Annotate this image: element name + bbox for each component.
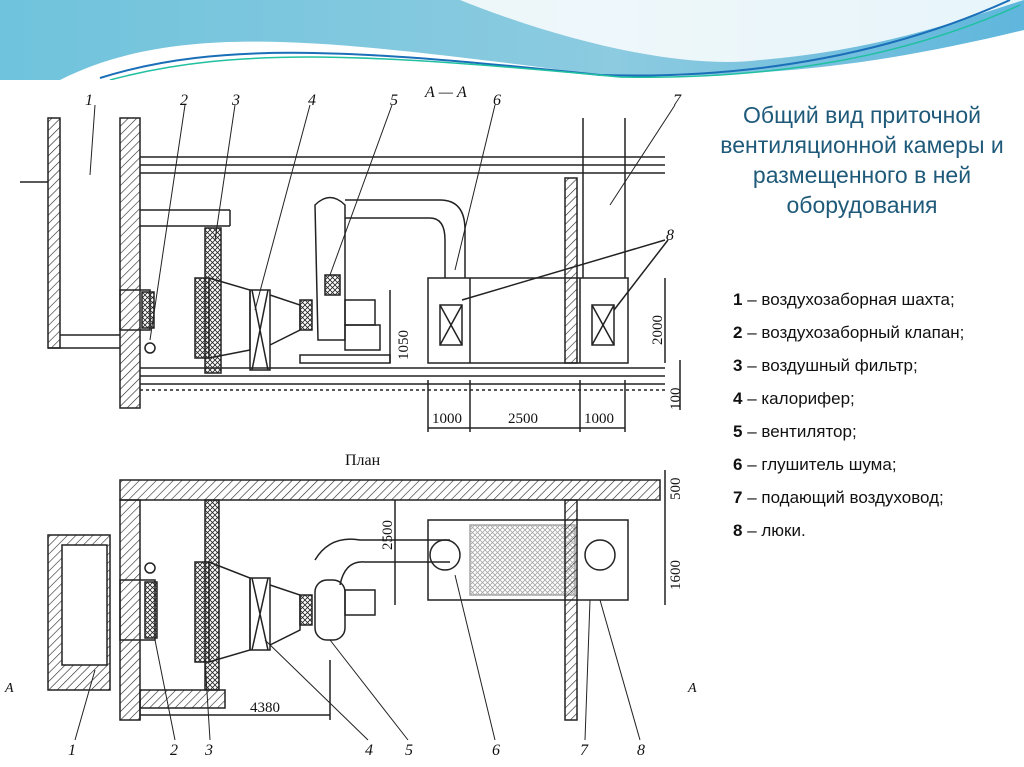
section-mark-left: А: [4, 681, 14, 696]
legend-item: 4 – калорифер;: [733, 387, 1023, 410]
callout-8: 8: [666, 227, 674, 244]
dim-2500: 2500: [508, 411, 538, 427]
legend-number: 3: [733, 356, 743, 375]
legend-text: – глушитель шума;: [742, 455, 897, 474]
dim-1600: 1600: [668, 560, 684, 590]
legend-item: 8 – люки.: [733, 519, 1023, 542]
legend-item: 5 – вентилятор;: [733, 420, 1023, 443]
callout-7: 7: [580, 742, 589, 759]
legend-text: – люки.: [742, 521, 806, 540]
callout-1: 1: [68, 742, 76, 759]
legend-text: – калорифер;: [742, 389, 855, 408]
ventilation-chamber-drawing: А — А План А А 1 2 3 4 5 6 7 8 1 2 3 4 5…: [4, 84, 697, 759]
dim-2000: 2000: [650, 315, 666, 345]
callout-6: 6: [492, 742, 500, 759]
dim-2500: 2500: [380, 520, 396, 550]
callout-5: 5: [390, 92, 398, 109]
callout-3: 3: [231, 92, 240, 109]
legend-item: 1 – воздухозаборная шахта;: [733, 288, 1023, 311]
dim-1000: 1000: [584, 411, 614, 427]
dim-4380: 4380: [250, 700, 280, 716]
legend-number: 5: [733, 422, 743, 441]
legend-text: – воздухозаборный клапан;: [742, 323, 965, 342]
legend-number: 7: [733, 488, 743, 507]
legend-text: – воздушный фильтр;: [742, 356, 918, 375]
legend-item: 3 – воздушный фильтр;: [733, 354, 1023, 377]
callout-2: 2: [170, 742, 178, 759]
callout-1: 1: [85, 92, 93, 109]
callouts-bottom: 1 2 3 4 5 6 7 8: [68, 742, 645, 759]
legend-list: 1 – воздухозаборная шахта; 2 – воздухоза…: [733, 288, 1023, 552]
callout-7: 7: [673, 92, 682, 109]
legend-text: – воздухозаборная шахта;: [742, 290, 955, 309]
header-wave-banner: [0, 0, 1024, 80]
dim-1050: 1050: [396, 330, 412, 360]
section-mark-right: А: [687, 681, 697, 696]
dimensions: 1000 2500 1000 1050 2000 100 500 2500 16…: [250, 315, 684, 716]
slide-title: Общий вид приточной вентиляционной камер…: [720, 102, 1004, 218]
callout-8: 8: [637, 742, 645, 759]
callout-6: 6: [493, 92, 501, 109]
legend-text: – вентилятор;: [742, 422, 857, 441]
callout-3: 3: [204, 742, 213, 759]
legend-number: 6: [733, 455, 743, 474]
callouts-lines: [74, 104, 676, 741]
callout-5: 5: [405, 742, 413, 759]
dim-100: 100: [668, 388, 684, 411]
legend-number: 2: [733, 323, 743, 342]
callout-4: 4: [308, 92, 316, 109]
plan-label: План: [345, 452, 381, 469]
legend-text: – подающий воздуховод;: [742, 488, 944, 507]
callout-4: 4: [365, 742, 373, 759]
callout-2: 2: [180, 92, 188, 109]
legend-item: 6 – глушитель шума;: [733, 453, 1023, 476]
legend-item: 2 – воздухозаборный клапан;: [733, 321, 1023, 344]
legend-number: 8: [733, 521, 743, 540]
dim-1000: 1000: [432, 411, 462, 427]
dim-500: 500: [668, 478, 684, 501]
legend-number: 4: [733, 389, 743, 408]
legend-item: 7 – подающий воздуховод;: [733, 486, 1023, 509]
callouts-top: 1 2 3 4 5 6 7 8: [85, 92, 682, 244]
section-label: А — А: [424, 84, 467, 101]
legend-number: 1: [733, 290, 743, 309]
